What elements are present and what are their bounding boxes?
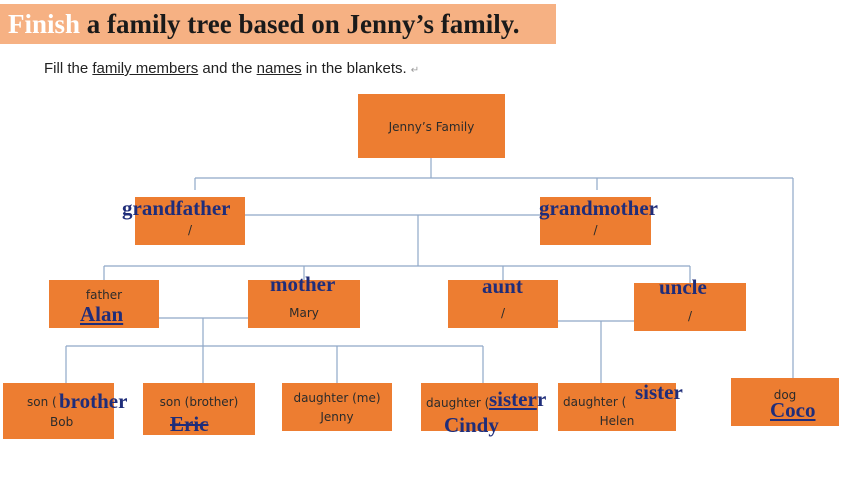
daughter-helen-answer: sister: [635, 380, 683, 404]
root-label: Jenny’s Family: [388, 120, 475, 134]
father-box: father: [49, 280, 159, 328]
title-highlight: Finish: [8, 9, 81, 39]
instruction-names: names: [256, 60, 302, 77]
page-title: Finish a family tree based on Jenny’s fa…: [0, 4, 556, 44]
grandfather-box: /: [135, 197, 245, 245]
daughter-jenny-name: Jenny: [320, 410, 354, 424]
instruction-text: Fill the family members and the names in…: [44, 60, 419, 77]
mother-answer: mother: [270, 272, 336, 296]
grandmother-box: /: [540, 197, 651, 245]
son-bob-name: Bob: [50, 415, 74, 429]
daughter-cindy-answer: sister: [489, 387, 537, 411]
father-label: father: [85, 288, 123, 302]
daughter-jenny-label: daughter (me): [293, 391, 381, 405]
son-eric-answer: Eric: [170, 412, 209, 436]
grandfather-answer: grandfather: [122, 196, 231, 220]
mother-name: Mary: [289, 306, 319, 320]
aunt-name: /: [500, 306, 506, 320]
dog-box: dog: [731, 378, 839, 426]
son-bob-answer: brother: [59, 389, 128, 413]
mother-box: Mary: [248, 280, 360, 328]
son-eric-box: son (brother): [143, 383, 255, 435]
dog-name: Coco: [770, 398, 816, 422]
uncle-answer: uncle: [659, 275, 707, 299]
grandfather-name: /: [187, 223, 193, 237]
root-box: Jenny’s Family: [358, 94, 505, 158]
grandmother-answer: grandmother: [539, 196, 658, 220]
daughter-helen-label: daughter (: [563, 395, 627, 409]
father-answer: Alan: [80, 302, 124, 326]
daughter-helen-name: Helen: [599, 414, 635, 428]
instruction-mid: and the: [198, 60, 257, 77]
daughter-helen-box: daughter ( Helen: [558, 383, 676, 431]
daughter-cindy-box: daughter (: [421, 383, 538, 431]
uncle-box: /: [634, 283, 746, 331]
daughter-cindy-label: daughter (: [426, 396, 490, 410]
dog-label: dog: [773, 388, 797, 402]
son-eric-label: son (brother): [159, 395, 239, 409]
son-bob-label: son (: [27, 395, 57, 409]
son-bob-box: son ( Bob: [3, 383, 114, 439]
instruction-post: in the blankets.: [301, 60, 407, 77]
daughter-cindy-close: r: [537, 387, 547, 411]
uncle-name: /: [687, 309, 693, 323]
instruction-pre: Fill the: [44, 60, 93, 77]
return-mark-icon: ↵: [410, 65, 420, 76]
aunt-answer: aunt: [482, 274, 523, 298]
title-rest: a family tree based on Jenny’s family.: [80, 9, 520, 39]
grandmother-name: /: [593, 223, 598, 237]
aunt-box: /: [448, 280, 558, 328]
daughter-jenny-box: daughter (me) Jenny: [282, 383, 392, 431]
instruction-family-members: family members: [92, 60, 199, 77]
daughter-cindy-name: Cindy: [444, 413, 499, 437]
